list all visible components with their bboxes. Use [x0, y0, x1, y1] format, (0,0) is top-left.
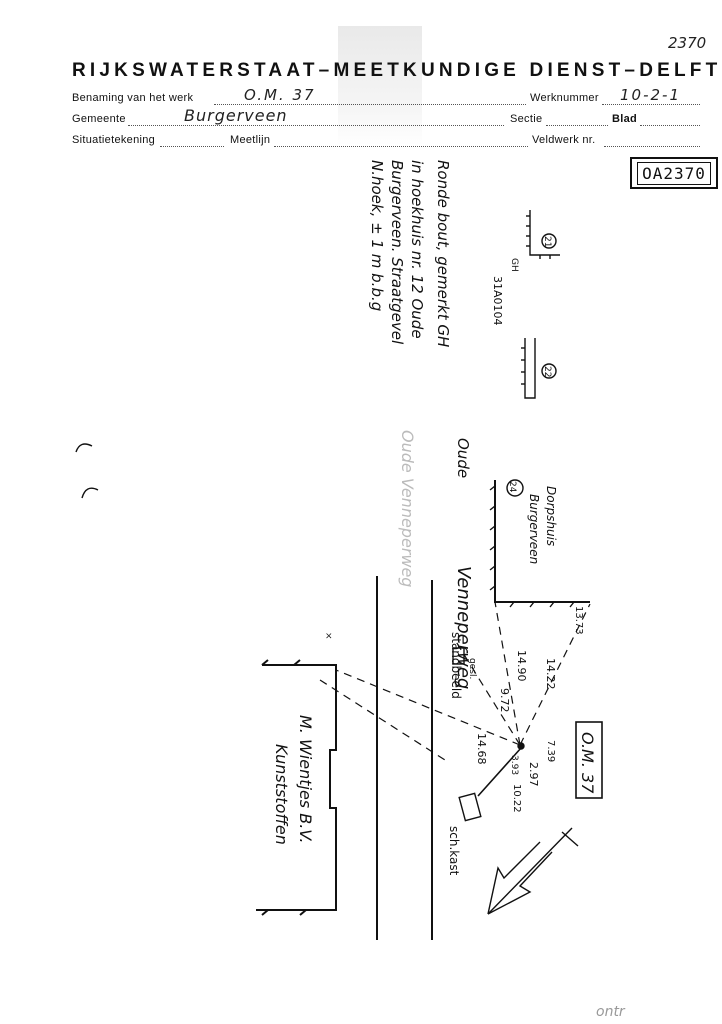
marker-label: 24 [507, 481, 517, 493]
measurement: 3.93 [509, 755, 519, 775]
measurement: 13.73 [573, 606, 584, 635]
gemeente-value: Burgerveen [184, 106, 288, 125]
dorpshuis-label: Dorpshuis [544, 486, 558, 546]
description-line: Burgerveen. Straatgevel [388, 160, 406, 345]
benchmark-code: 31A0104 [491, 276, 504, 326]
situatie-field [160, 134, 224, 147]
measurement: 14.68 [475, 733, 488, 765]
scan-shading [338, 26, 422, 146]
measurement: 2.97 [527, 762, 540, 787]
standbeeld-label: standbeeld [449, 632, 463, 699]
title-dash: – [624, 60, 640, 81]
sectie-field [546, 113, 608, 126]
survey-lines [319, 601, 591, 761]
measurement: 10.22 [511, 784, 522, 813]
schakelkast-symbol [458, 792, 482, 822]
street-label-faint: Oude Venneperweg [398, 430, 417, 587]
measurement: 7.39 [545, 740, 556, 762]
om-box-label: O.M. 37 [578, 732, 597, 794]
meetlijn-label: Meetlijn [230, 134, 271, 146]
gemeente-field [128, 113, 504, 126]
standbeeld-symbol [452, 647, 465, 665]
gemeente-label: Gemeente [72, 113, 126, 125]
company-label: M. Wientjes B.V. [296, 715, 315, 843]
marker-label: 21 [542, 236, 552, 247]
werknummer-value: 10-2-1 [620, 86, 681, 104]
wientjes-building [256, 659, 337, 916]
department-name: MEETKUNDIGE DIENST [333, 60, 625, 81]
company-label: Kunststoffen [272, 744, 291, 845]
benaming-label: Benaming van het werk [72, 92, 194, 104]
corner-mark: × [323, 632, 333, 640]
om-box [575, 721, 603, 799]
situatie-label: Situatietekening [72, 134, 156, 146]
city-name: DELFT [639, 60, 722, 81]
archive-code: OA2370 [637, 161, 711, 185]
werknummer-field [602, 92, 700, 105]
gesl-label: gesl. [467, 658, 477, 679]
street-label: Oude [454, 438, 472, 478]
margin-mark [75, 443, 93, 453]
benaming-value: O.M. 37 [244, 86, 316, 104]
description-line: N.hoek, ± 1 m b.b.g [368, 160, 386, 311]
benchmark-sketch-22: 22 [521, 338, 557, 399]
benaming-field [214, 92, 526, 105]
offset-line [477, 747, 522, 797]
title-dash: – [318, 60, 334, 81]
veldwerk-field [604, 134, 700, 147]
description-line: in hoekhuis nr. 12 Oude [408, 160, 426, 339]
werknummer-label: Werknummer [530, 92, 599, 104]
description-line: Ronde bout, gemerkt GH [434, 160, 452, 347]
blad-label: Blad [612, 113, 638, 125]
agency-name: RIJKSWATERSTAAT [72, 60, 319, 81]
sectie-label: Sectie [510, 113, 543, 125]
north-arrow-icon [487, 827, 579, 915]
dorpshuis-building: 24 Dorpshuis Burgerveen [489, 479, 590, 608]
marker-label: 22 [542, 366, 552, 377]
measurement: 14.22 [544, 658, 557, 690]
bottom-note: ontr [596, 1004, 625, 1020]
measurement: 9.72 [498, 688, 511, 713]
meetlijn-field [274, 134, 528, 147]
burgerveen-label: Burgerveen [527, 494, 541, 564]
archive-stamp: OA2370 [630, 157, 718, 189]
street-label: Venneperweg [453, 566, 474, 689]
veldwerk-label: Veldwerk nr. [532, 134, 596, 146]
sheet-number: 2370 [668, 34, 707, 52]
blad-field [640, 113, 700, 126]
gh-label: GH [509, 258, 519, 272]
sch-kast-label: sch.kast [447, 826, 461, 876]
measurement: 14.90 [515, 650, 528, 682]
margin-mark [81, 487, 99, 499]
description-block: Ronde bout, gemerkt GH in hoekhuis nr. 1… [368, 160, 452, 347]
benchmark-sketch-21: 21 GH 31A0104 [491, 210, 560, 326]
letterhead: RIJKSWATERSTAAT – MEETKUNDIGE DIENST – D… [72, 60, 717, 86]
